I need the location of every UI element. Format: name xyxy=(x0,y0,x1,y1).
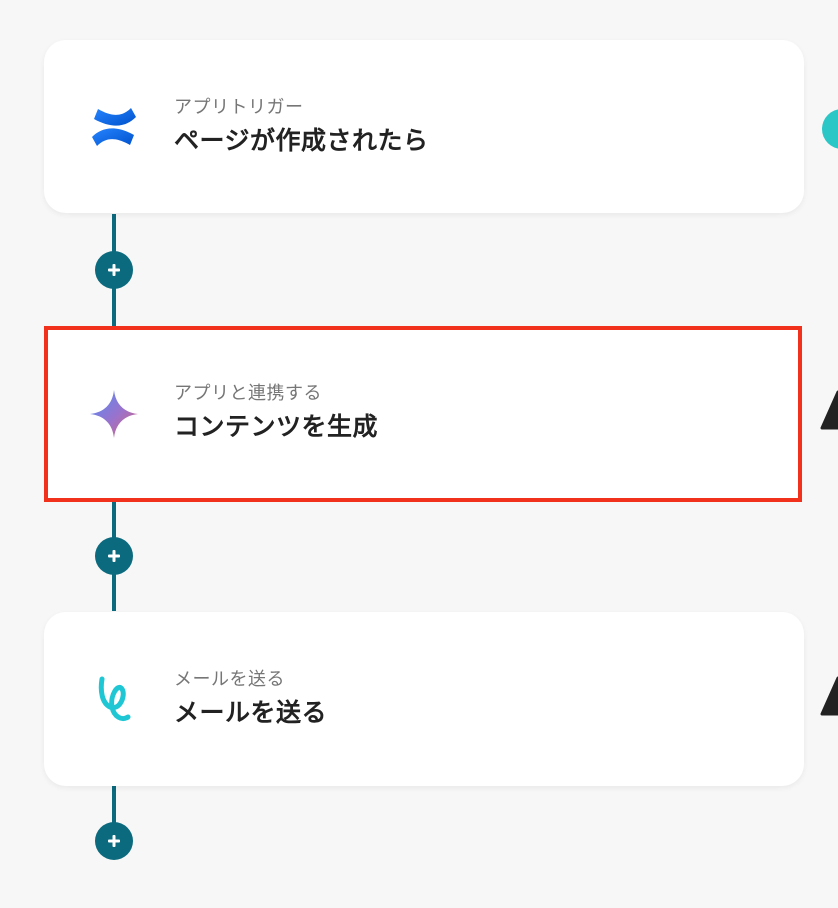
confluence-icon xyxy=(88,101,140,153)
step-text: アプリと連携する コンテンツを生成 xyxy=(174,382,378,444)
step-title: ページが作成されたら xyxy=(174,126,429,155)
step-title: コンテンツを生成 xyxy=(174,412,379,441)
step-text: メールを送る メールを送る xyxy=(174,668,327,730)
flow-step-send-mail-card[interactable]: メールを送る メールを送る xyxy=(44,612,804,786)
status-ok-badge xyxy=(822,109,838,149)
yoom-mail-icon xyxy=(88,673,140,725)
flow-connector-line xyxy=(112,786,116,826)
step-title: メールを送る xyxy=(174,698,328,727)
add-step-button[interactable] xyxy=(95,822,133,860)
step-subtitle: メールを送る xyxy=(174,669,285,690)
gemini-sparkle-icon xyxy=(88,388,140,440)
warning-icon xyxy=(820,390,838,430)
flow-step-trigger-card[interactable]: アプリトリガー ページが作成されたら xyxy=(44,40,804,213)
plus-icon xyxy=(108,835,120,847)
plus-icon xyxy=(108,264,120,276)
step-subtitle: アプリと連携する xyxy=(174,383,322,404)
flow-step-generate-content-card[interactable]: アプリと連携する コンテンツを生成 xyxy=(44,326,802,502)
add-step-button[interactable] xyxy=(95,251,133,289)
add-step-button[interactable] xyxy=(95,537,133,575)
step-subtitle: アプリトリガー xyxy=(174,97,304,118)
step-text: アプリトリガー ページが作成されたら xyxy=(174,96,429,158)
plus-icon xyxy=(108,550,120,562)
warning-icon xyxy=(820,676,838,716)
